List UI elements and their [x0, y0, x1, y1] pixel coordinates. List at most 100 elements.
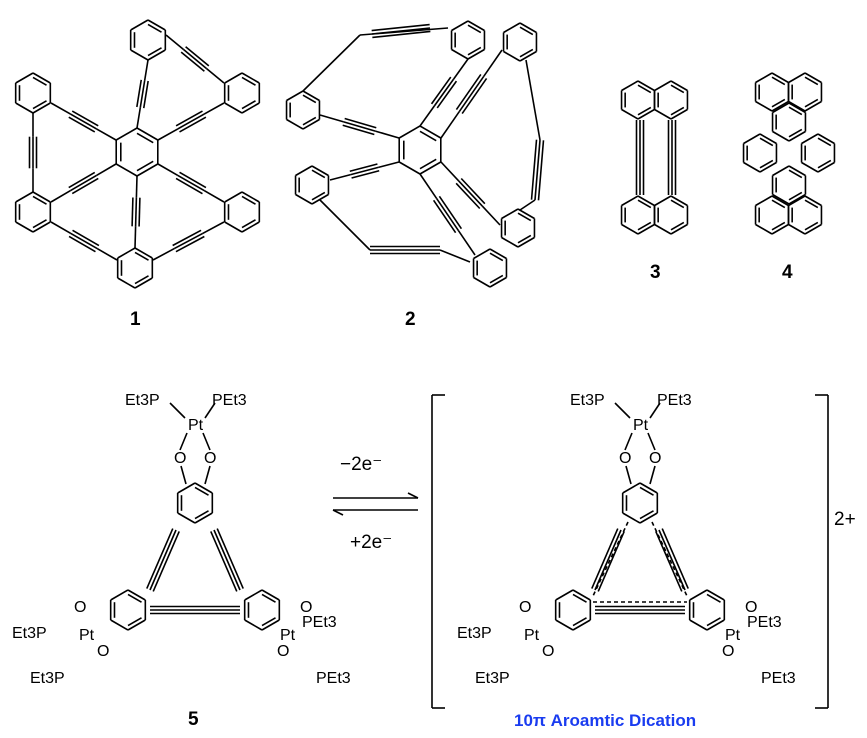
bond — [110, 619, 129, 631]
bond — [771, 223, 789, 235]
bond — [202, 221, 225, 235]
bond — [179, 171, 207, 189]
bond — [32, 219, 47, 229]
bond — [804, 199, 819, 209]
bond — [169, 402, 186, 419]
bond — [759, 159, 774, 169]
bond — [622, 512, 641, 524]
bond — [639, 510, 654, 520]
oxygen-atom: O — [745, 599, 757, 616]
bond — [344, 117, 377, 129]
bond — [489, 248, 507, 260]
bond — [658, 529, 686, 591]
bond — [661, 528, 689, 589]
bond — [555, 619, 574, 631]
bond — [15, 72, 34, 84]
bond — [147, 49, 166, 61]
bond — [572, 589, 591, 601]
bond — [670, 223, 688, 235]
bond — [332, 509, 344, 516]
bond — [788, 191, 803, 201]
bond — [467, 24, 482, 34]
bond — [771, 199, 786, 209]
oxygen-atom: O — [519, 599, 531, 616]
bond — [351, 170, 380, 179]
bond — [637, 108, 655, 120]
bond — [203, 189, 225, 203]
pet3-ligand: PEt3 — [657, 392, 692, 409]
bond — [771, 100, 789, 112]
bond — [639, 482, 658, 494]
bond — [670, 106, 685, 116]
bond — [460, 177, 486, 205]
bond — [817, 133, 835, 145]
bond — [127, 619, 146, 631]
bond — [194, 482, 213, 494]
bond — [519, 26, 534, 36]
bond — [115, 163, 138, 177]
bond — [204, 465, 211, 485]
bond — [772, 130, 790, 142]
bond — [534, 139, 541, 201]
bond — [788, 100, 806, 112]
bond — [130, 19, 149, 31]
bond — [261, 589, 280, 601]
bond — [804, 76, 819, 86]
oxygen-atom: O — [277, 643, 289, 660]
bond — [241, 221, 260, 233]
et3p-ligand: Et3P — [457, 625, 492, 642]
bond — [804, 223, 822, 235]
bond — [286, 118, 304, 130]
bond — [436, 80, 458, 109]
bond — [350, 166, 379, 176]
bond — [654, 80, 672, 92]
bond — [525, 59, 541, 141]
bond — [455, 73, 482, 111]
bond — [519, 199, 536, 211]
bond — [136, 79, 143, 108]
bond — [455, 182, 481, 210]
bond — [419, 173, 438, 199]
bond — [440, 161, 460, 182]
bond — [597, 531, 625, 592]
compound-label-1: 1 — [130, 309, 141, 330]
bond — [432, 199, 457, 234]
bond — [435, 197, 460, 232]
bond — [624, 432, 633, 451]
bond — [311, 169, 326, 179]
bond — [343, 121, 376, 132]
oxygen-atom: O — [649, 450, 661, 467]
bond — [621, 80, 639, 92]
bond — [177, 174, 205, 192]
bond — [621, 195, 639, 207]
bond — [637, 221, 652, 231]
bond — [117, 277, 136, 289]
bond — [224, 191, 243, 203]
bond — [772, 165, 790, 177]
bond — [177, 512, 196, 524]
bond — [670, 221, 685, 231]
bond — [519, 50, 537, 62]
bond — [639, 512, 658, 524]
bond — [68, 116, 96, 133]
bond — [175, 110, 203, 127]
oxygen-atom: O — [174, 450, 186, 467]
bond — [135, 175, 138, 198]
bond — [501, 208, 519, 220]
bond — [649, 465, 656, 485]
bond — [637, 106, 652, 116]
bond — [50, 102, 71, 115]
bond — [817, 137, 832, 147]
bond — [639, 486, 654, 496]
bond — [32, 191, 51, 203]
bond — [302, 94, 317, 104]
bond — [625, 465, 632, 485]
bond — [419, 158, 437, 170]
compound-label-3: 3 — [650, 262, 661, 283]
bond — [261, 593, 276, 603]
bond — [142, 80, 149, 109]
bond — [302, 90, 320, 102]
bond — [771, 221, 786, 231]
